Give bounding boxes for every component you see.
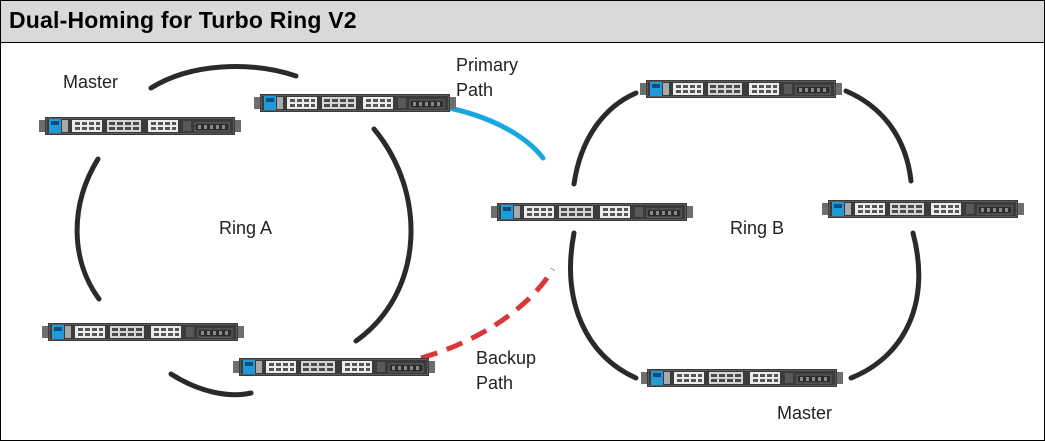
ring-b-link-top-right <box>843 88 914 184</box>
switch-dual-homing <box>490 202 694 222</box>
switch-ring-a-top-right <box>253 93 457 113</box>
label-primary-line2: Path <box>456 80 493 100</box>
switch-ring-a-master <box>38 116 242 136</box>
label-primary-line1: Primary <box>456 55 518 75</box>
ring-b-link-bottom-right <box>848 230 922 381</box>
primary-path-link <box>441 104 546 161</box>
ring-a-link-top <box>148 64 299 91</box>
ring-a-link-bottom <box>168 371 254 398</box>
ring-a-link-left <box>74 156 102 302</box>
ring-a-link-right <box>353 126 414 344</box>
switch-ring-b-right <box>821 199 1025 219</box>
label-ring-a: Ring A <box>219 218 272 238</box>
ring-b-links <box>568 88 922 381</box>
title-bar: Dual-Homing for Turbo Ring V2 <box>1 1 1044 43</box>
ring-a-links <box>74 64 414 398</box>
label-backup-line2: Path <box>476 373 513 393</box>
label-master-ring-a: Master <box>63 72 118 92</box>
switch-ring-a-bottom-right <box>232 357 436 377</box>
label-master-ring-b: Master <box>777 403 832 423</box>
ring-b-link-bottom-left <box>568 230 639 381</box>
switch-ring-b-master <box>640 368 844 388</box>
switch-ring-b-top <box>639 79 843 99</box>
backup-path-link <box>420 267 556 361</box>
label-ring-b: Ring B <box>730 218 784 238</box>
switch-ring-a-bottom-left <box>41 322 245 342</box>
label-backup-line1: Backup <box>476 348 536 368</box>
ring-b-link-top-left <box>571 90 639 187</box>
diagram-title: Dual-Homing for Turbo Ring V2 <box>9 7 357 33</box>
